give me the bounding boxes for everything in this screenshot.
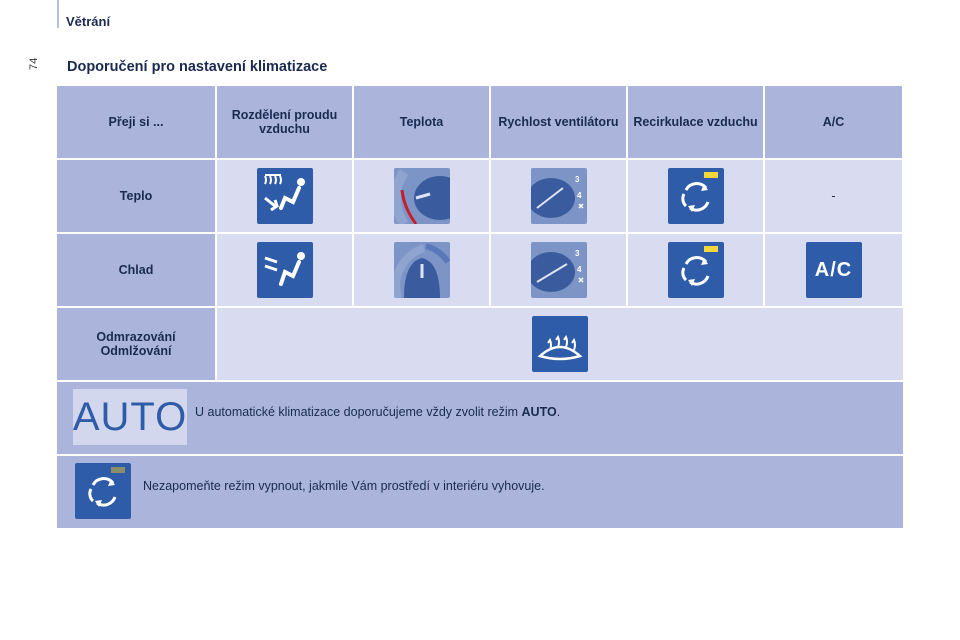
col-header-temperature: Teplota bbox=[354, 86, 491, 158]
windscreen-defrost-icon bbox=[532, 316, 588, 372]
page-number: 74 bbox=[28, 57, 40, 70]
table-row: Teplo bbox=[57, 160, 903, 234]
section-title: Větrání bbox=[66, 14, 111, 29]
auto-info-row: AUTO U automatické klimatizace doporučuj… bbox=[57, 382, 903, 456]
table-row: Chlad bbox=[57, 234, 903, 308]
row-label-warm: Teplo bbox=[57, 160, 217, 232]
fan-speed-dial-icon: 3 4 bbox=[530, 242, 587, 298]
table-row: Odmrazování Odmlžování bbox=[57, 308, 903, 382]
ac-icon: A/C bbox=[805, 242, 862, 298]
col-header-distribution: Rozdělení proudu vzduchu bbox=[217, 86, 354, 158]
recommendation-table: Přeji si ... Rozdělení proudu vzduchu Te… bbox=[57, 86, 903, 528]
temperature-dial-icon bbox=[393, 242, 450, 298]
row-label-defrost: Odmrazování Odmlžování bbox=[57, 308, 217, 380]
col-header-recirculation: Recirkulace vzduchu bbox=[628, 86, 765, 158]
indicator-light bbox=[703, 172, 718, 178]
svg-text:3: 3 bbox=[575, 249, 580, 258]
recirc-info-text: Nezapomeňte režim vypnout, jakmile Vám p… bbox=[143, 479, 545, 493]
col-header-fan-speed: Rychlost ventilátoru bbox=[491, 86, 628, 158]
row-label-cold: Chlad bbox=[57, 234, 217, 306]
svg-text:4: 4 bbox=[577, 191, 582, 200]
recirculation-icon bbox=[75, 463, 131, 519]
ac-value-warm: - bbox=[765, 160, 902, 232]
recirc-info-row: Nezapomeňte režim vypnout, jakmile Vám p… bbox=[57, 456, 903, 528]
recirculation-icon bbox=[667, 242, 724, 298]
svg-text:4: 4 bbox=[577, 265, 582, 274]
indicator-light bbox=[703, 246, 718, 252]
col-header-wish: Přeji si ... bbox=[57, 86, 217, 158]
table-header-row: Přeji si ... Rozdělení proudu vzduchu Te… bbox=[57, 86, 903, 160]
indicator-light bbox=[111, 467, 125, 473]
margin-bar bbox=[57, 0, 59, 28]
feet-and-face-airflow-icon bbox=[256, 168, 313, 224]
recirculation-icon bbox=[667, 168, 724, 224]
fan-speed-dial-icon: 3 4 bbox=[530, 168, 587, 224]
svg-text:3: 3 bbox=[575, 175, 580, 184]
ac-icon-label: A/C bbox=[814, 258, 853, 281]
col-header-ac: A/C bbox=[765, 86, 902, 158]
auto-bold: AUTO bbox=[521, 405, 557, 419]
auto-info-text: U automatické klimatizace doporučujeme v… bbox=[195, 405, 561, 419]
temperature-dial-icon bbox=[393, 168, 450, 224]
face-airflow-icon bbox=[256, 242, 313, 298]
auto-badge: AUTO bbox=[73, 389, 187, 445]
page-heading: Doporučení pro nastavení klimatizace bbox=[67, 59, 328, 75]
